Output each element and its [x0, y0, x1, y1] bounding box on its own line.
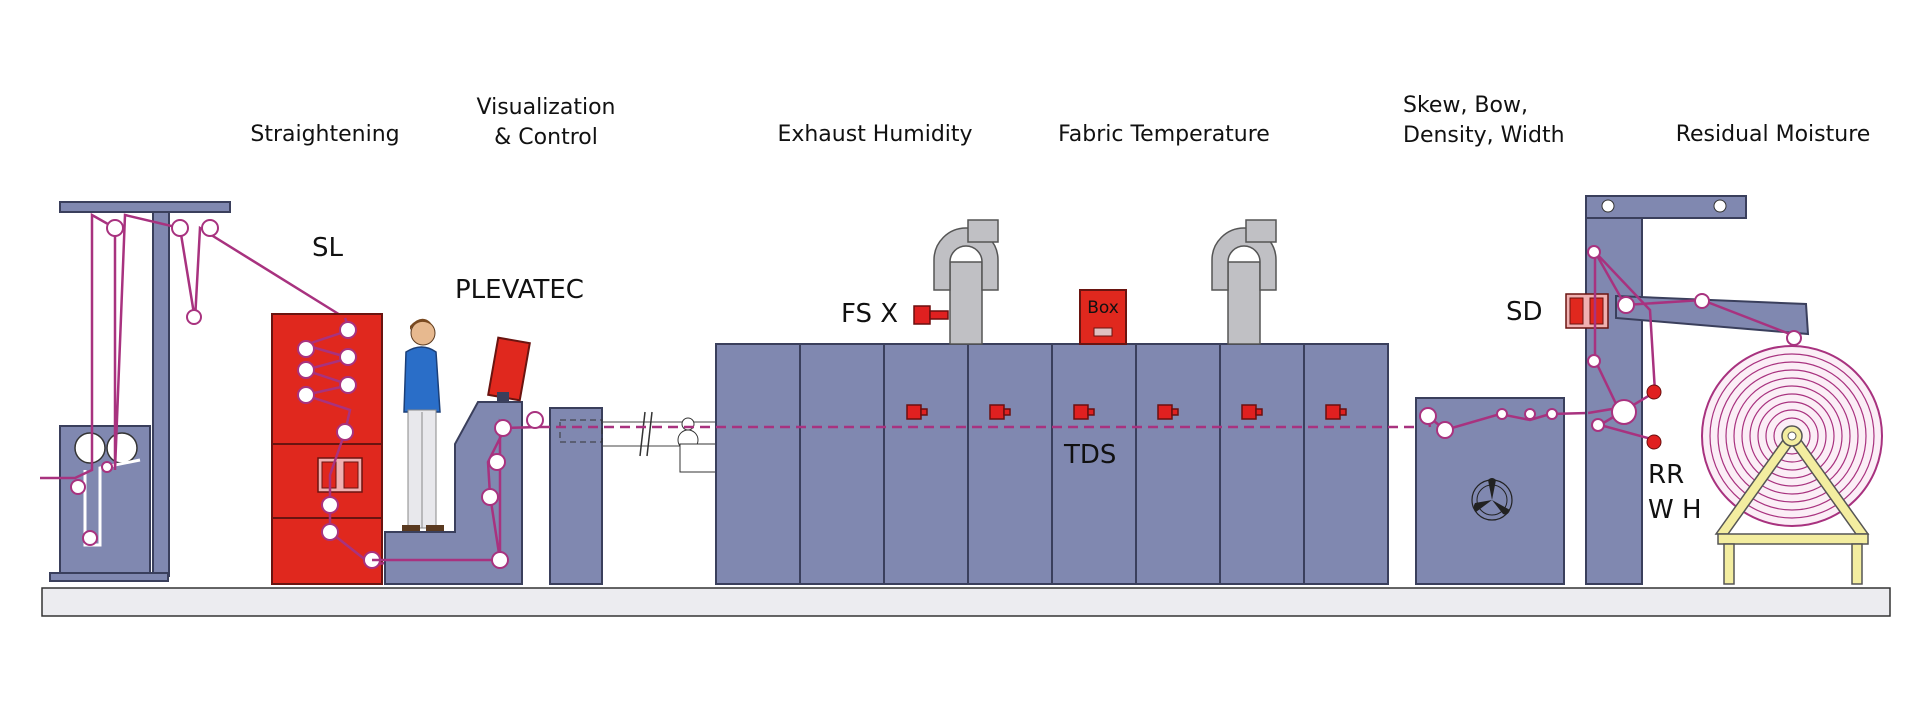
fabric-web-feed [40, 212, 346, 480]
heading-straightening: Straightening [250, 122, 399, 147]
outlet-frame [1585, 195, 1810, 585]
heading-residual-moisture: Residual Moisture [1676, 122, 1871, 147]
box-unit [1079, 289, 1127, 345]
tag-sd: SD [1506, 297, 1543, 327]
feed-in-frame [49, 201, 231, 582]
heading-skew-line1: Skew, Bow, [1403, 93, 1528, 118]
tag-sl: SL [312, 233, 344, 263]
tag-fsx: FS X [841, 299, 898, 329]
heading-exhaust-humidity: Exhaust Humidity [777, 122, 972, 147]
rr-sensor-bottom [1646, 434, 1662, 450]
tag-rr: RR [1648, 460, 1684, 490]
fsx-humidity-sensor [913, 305, 949, 325]
tag-box: Box [1087, 298, 1119, 318]
floor-platform [41, 587, 1891, 617]
entry-stand [549, 407, 603, 585]
heading-visualization-line2: & Control [494, 125, 598, 150]
winder-stand [1714, 425, 1870, 585]
rr-sensor-top [1646, 384, 1662, 400]
sd-sensor [1565, 293, 1609, 329]
exhaust-duct-1 [933, 219, 999, 345]
heading-fabric-temperature: Fabric Temperature [1058, 122, 1270, 147]
heading-visualization-line1: Visualization [477, 95, 616, 120]
tds-sensors [906, 404, 1347, 420]
tag-plevatec: PLEVATEC [455, 275, 584, 305]
dryer-stenter [715, 343, 1389, 585]
exhaust-duct-2 [1211, 219, 1277, 345]
straightener-unit [271, 313, 383, 585]
tag-wh: W H [1648, 495, 1702, 525]
plevatec-console [384, 336, 531, 585]
operator-figure [402, 318, 444, 531]
fan-icon [1473, 478, 1510, 515]
tag-tds: TDS [1063, 440, 1116, 470]
heading-skew-line2: Density, Width [1403, 123, 1565, 148]
